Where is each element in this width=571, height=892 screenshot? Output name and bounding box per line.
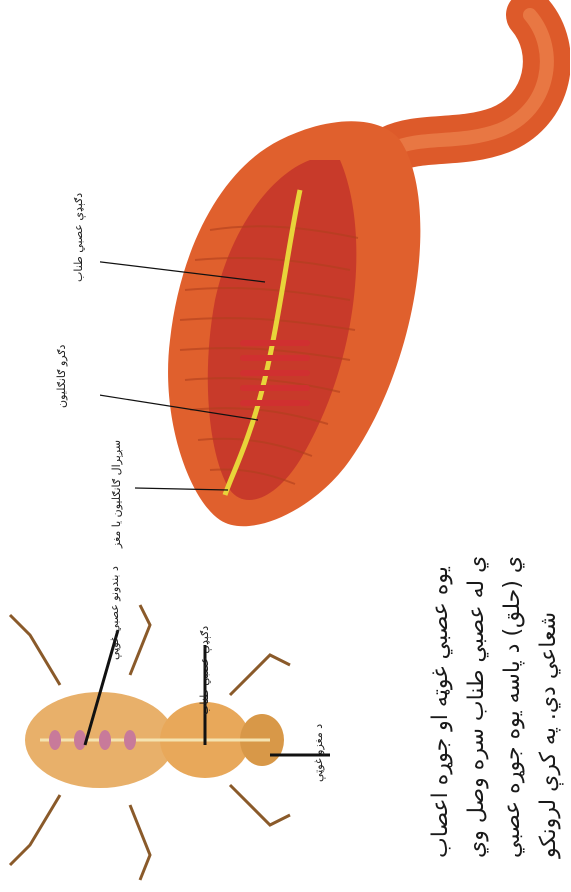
label-insect-ganglia: د بندونو عصبي غوټې: [108, 566, 121, 660]
text-line-3: ي له عصبي طناب سره وصل وي: [464, 556, 489, 858]
label-worm-ganglia: دګرو ګانګلیون: [55, 345, 68, 408]
worm-tail: [390, 15, 547, 150]
label-worm-brain: سږېرال ګانګلیون يا مغز: [110, 440, 123, 548]
text-line-1: شعاعي دي. په کرې لرونکو: [536, 612, 561, 858]
label-insect-brain: د مغزو غوټې: [312, 724, 325, 782]
insect-illustration: [0, 595, 340, 892]
text-line-2: ي (حلق) د پاسه یوه جوړه عصبي: [500, 556, 525, 858]
label-worm-nerve-cord: دګېډې عصبي طناب: [72, 193, 85, 282]
earthworm-illustration: [100, 0, 570, 560]
text-line-4: یوه عصبي غوټه او جوړه اعصاب: [428, 566, 453, 858]
label-insect-nerve-cord: دګېډې عصبي طناب: [198, 626, 211, 715]
